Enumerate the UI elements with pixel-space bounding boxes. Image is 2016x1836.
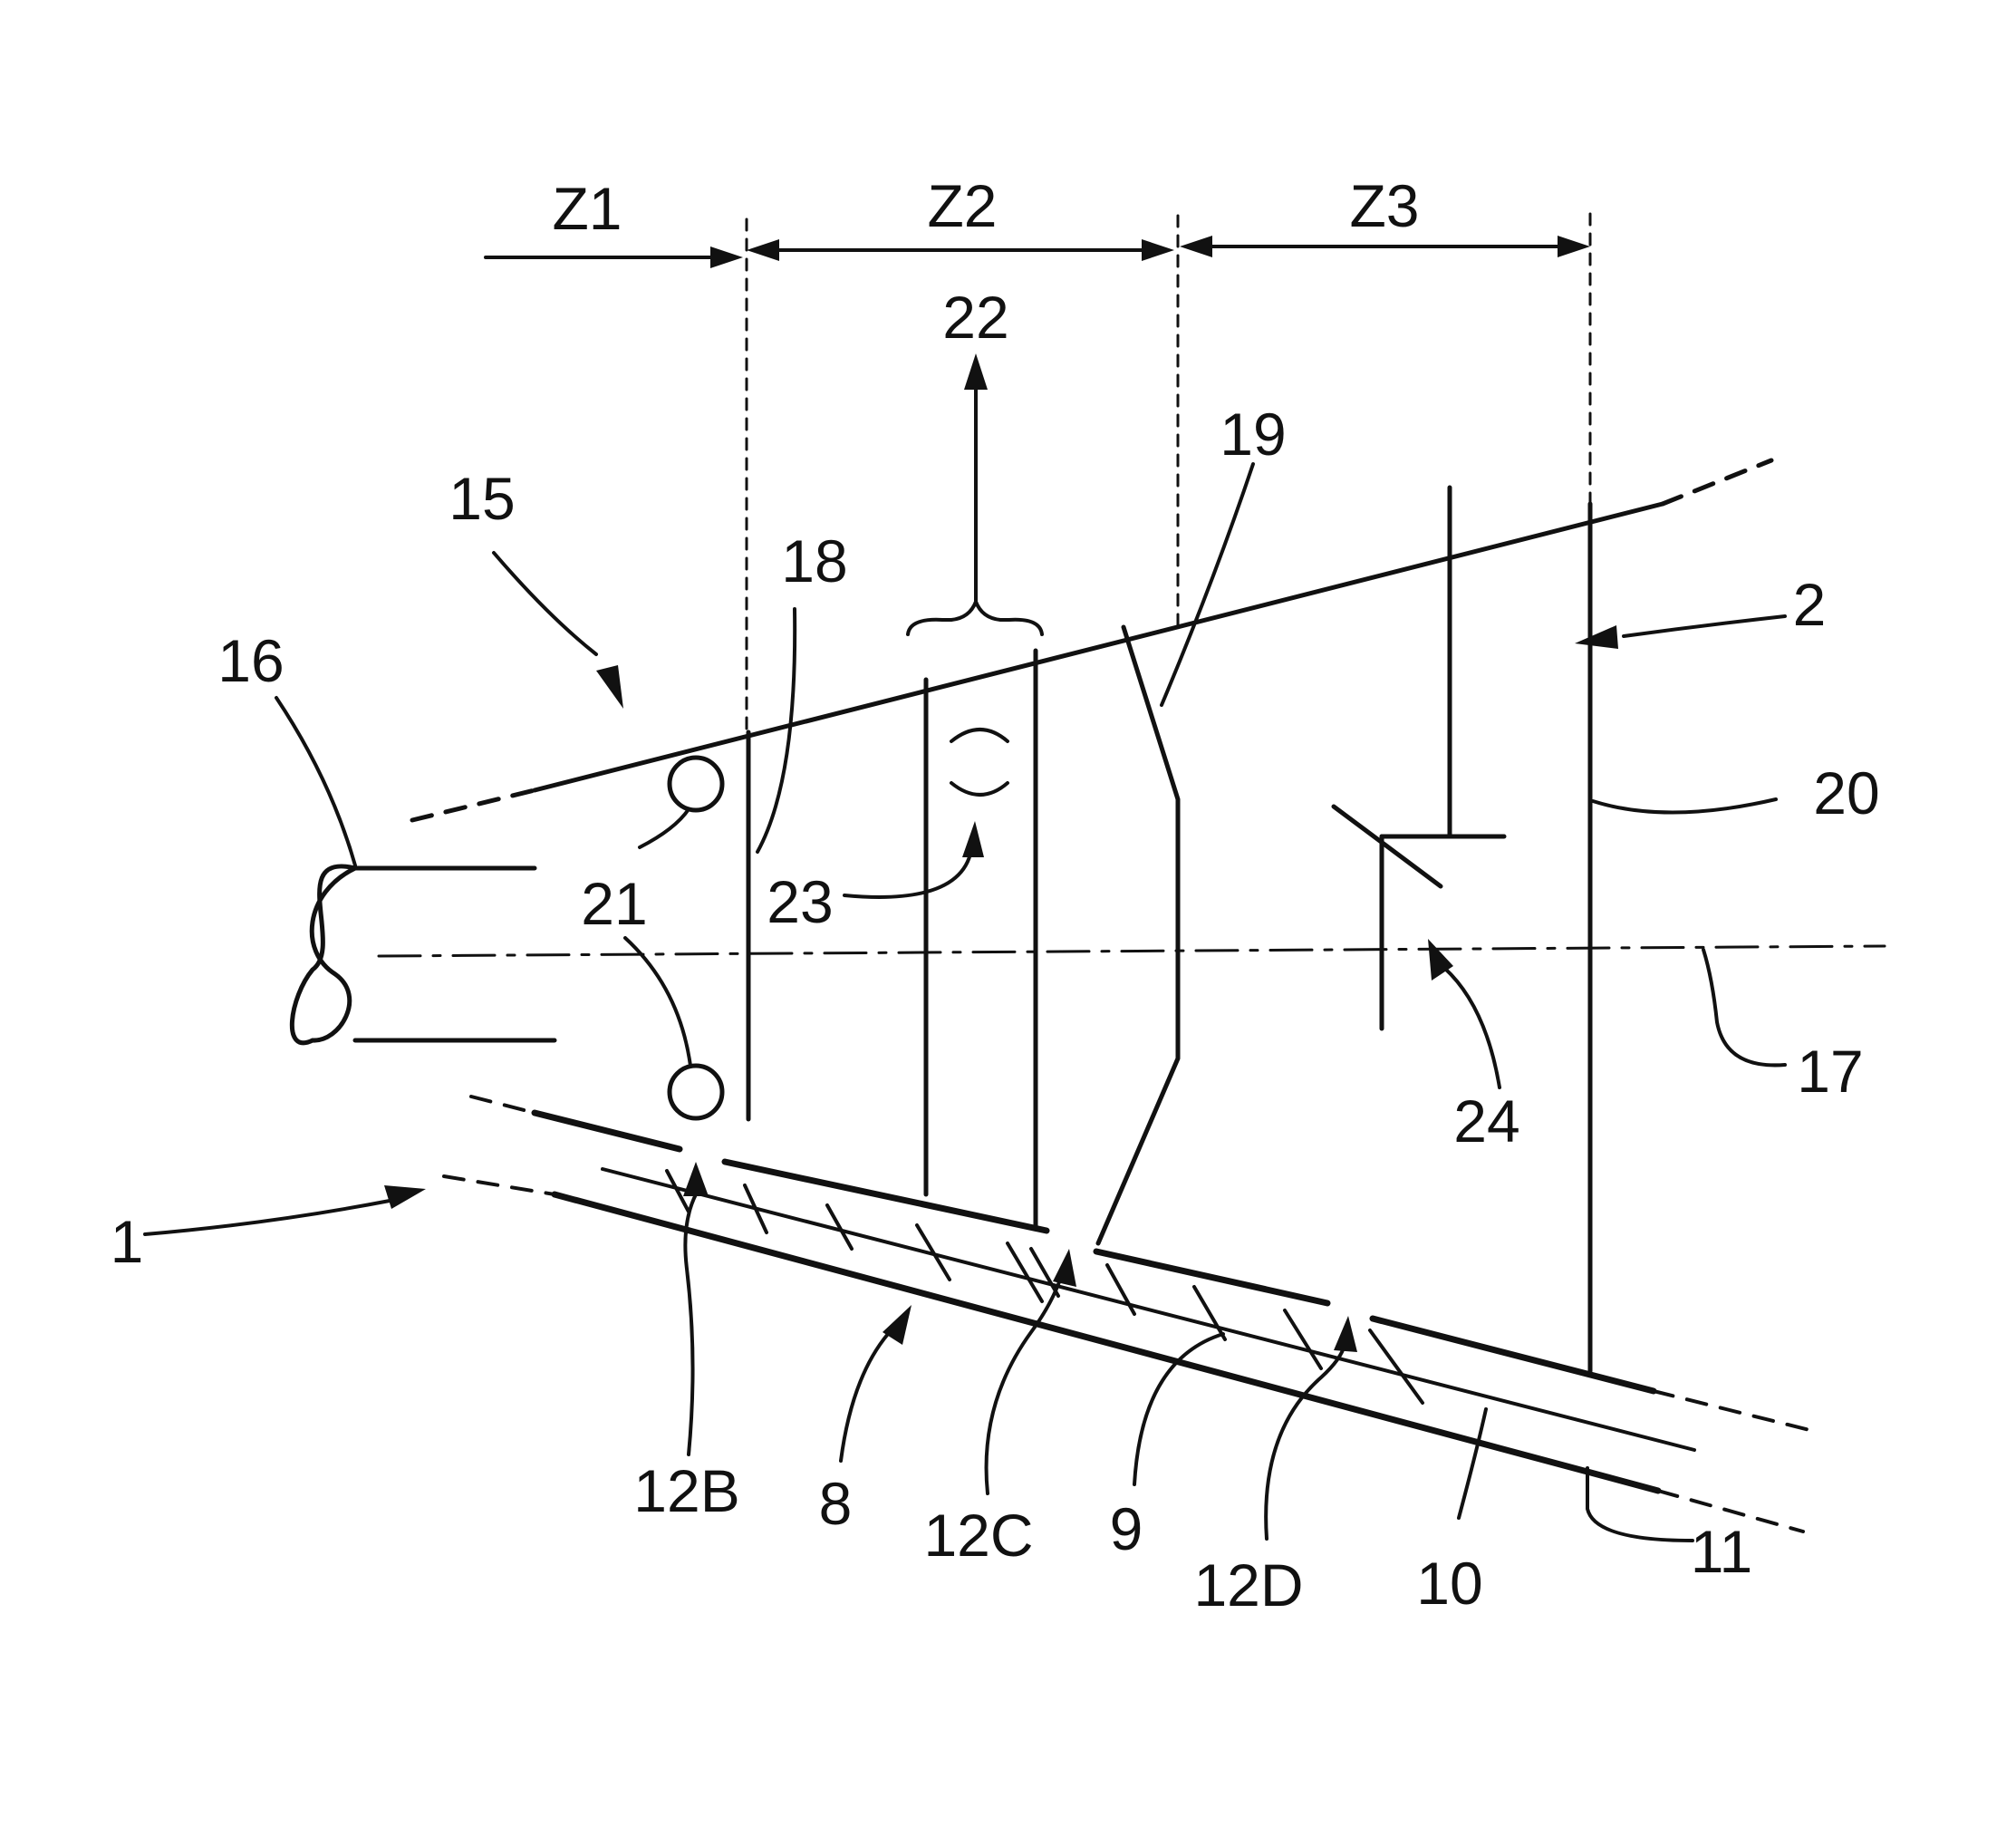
bore-9 <box>1285 1310 1321 1368</box>
leader-21-lower <box>625 938 690 1066</box>
inner-wall-segment-3 <box>1096 1251 1327 1303</box>
leader-15-head <box>596 665 623 709</box>
leader-19 <box>1162 464 1253 705</box>
label-21-upper: 21 <box>581 870 647 937</box>
label-12d: 12D <box>1193 1551 1303 1619</box>
label-1: 1 <box>111 1208 144 1275</box>
label-z3: Z3 <box>1349 172 1419 239</box>
leader-12d <box>1266 1345 1345 1539</box>
leader-20 <box>1593 799 1776 813</box>
label-16: 16 <box>217 627 284 694</box>
element-24 <box>1334 488 1504 1029</box>
label-z2: Z2 <box>927 172 997 239</box>
oblique-bores <box>667 1171 1423 1403</box>
upper-wall-dashed-end <box>1663 460 1771 504</box>
leader-23 <box>844 850 971 897</box>
z2-arrow-left <box>747 239 779 261</box>
upper-wall <box>535 504 1663 790</box>
label-22: 22 <box>942 284 1008 351</box>
leader-15 <box>494 553 596 654</box>
leader-2-head <box>1575 625 1618 649</box>
bent-boundary-19 <box>1098 627 1178 1243</box>
label-z1: Z1 <box>552 175 622 242</box>
leader-8-head <box>883 1305 912 1345</box>
leader-17 <box>1703 950 1785 1065</box>
label-15: 15 <box>449 465 515 532</box>
inner-wall-segment-4 <box>1373 1319 1654 1391</box>
upper-wall <box>412 460 1771 820</box>
centerline-axis <box>379 946 1885 956</box>
upper-wall-dashed-start <box>412 790 535 820</box>
label-11: 11 <box>1691 1518 1753 1585</box>
bore-5 <box>1008 1243 1042 1301</box>
inner-wall-segment-2 <box>725 1162 1047 1231</box>
leader-lines <box>145 464 1785 1541</box>
outer-wall-dashed-start <box>444 1176 555 1194</box>
label-12c: 12C <box>923 1502 1033 1569</box>
leader-12d-head <box>1334 1316 1357 1352</box>
zone-dimension-lines <box>486 236 1590 268</box>
label-24: 24 <box>1453 1087 1519 1155</box>
element-23-arc-top <box>951 730 1008 741</box>
leader-10 <box>1459 1409 1486 1518</box>
outer-wall <box>555 1194 1658 1491</box>
leader-1 <box>145 1201 390 1234</box>
arrow-22-head <box>964 353 988 390</box>
z3-arrow-left <box>1180 236 1212 257</box>
inner-wall-dashed-end <box>1654 1391 1817 1432</box>
bore-7 <box>1107 1265 1134 1314</box>
label-17: 17 <box>1797 1038 1863 1105</box>
leader-2 <box>1624 616 1785 636</box>
z3-arrow-right <box>1558 236 1590 257</box>
injection-point-lower <box>670 1066 722 1118</box>
leader-8 <box>841 1334 888 1461</box>
leader-12b-head <box>683 1162 709 1196</box>
leader-23-head <box>962 821 984 857</box>
leader-16 <box>276 698 355 865</box>
label-18: 18 <box>781 527 847 594</box>
label-20: 20 <box>1813 759 1879 826</box>
label-12b: 12B <box>633 1457 739 1524</box>
leader-24 <box>1444 968 1500 1087</box>
inner-wall-segment-1 <box>535 1113 680 1149</box>
inner-wall-dashed-start <box>471 1097 535 1113</box>
label-23: 23 <box>767 868 833 935</box>
label-8: 8 <box>819 1470 853 1537</box>
leader-1-head <box>384 1185 426 1209</box>
z1-arrow-right <box>710 246 743 268</box>
bore-8 <box>1194 1287 1225 1339</box>
element-24-blade <box>1334 807 1441 886</box>
leader-12c-head <box>1053 1249 1076 1287</box>
label-2: 2 <box>1793 571 1827 638</box>
label-9: 9 <box>1110 1495 1143 1562</box>
label-19: 19 <box>1220 401 1286 468</box>
zone-boundaries <box>747 214 1590 732</box>
bore-10 <box>1370 1330 1423 1403</box>
z2-arrow-right <box>1142 239 1174 261</box>
leader-21-upper <box>640 809 689 847</box>
brace-22 <box>908 602 1042 634</box>
label-10: 10 <box>1416 1550 1482 1617</box>
injection-point-upper <box>670 758 722 810</box>
element-23-arc-bottom <box>951 783 1008 795</box>
